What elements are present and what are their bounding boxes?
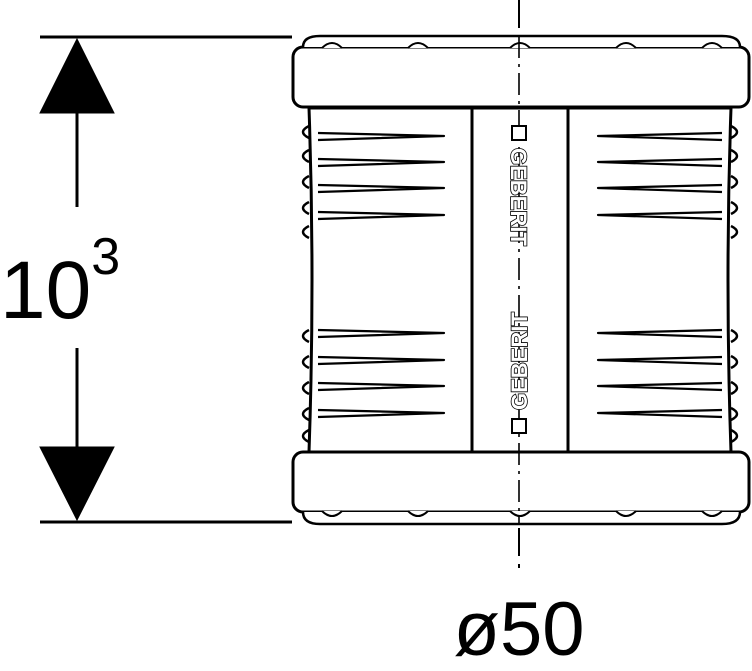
pipe-coupling xyxy=(291,34,751,526)
height-label: 103 xyxy=(0,228,120,336)
grooves-left-bottom xyxy=(317,328,446,419)
bottom-collar xyxy=(291,450,751,514)
arrow-up-icon xyxy=(39,37,115,114)
brand-square-bottom xyxy=(511,418,527,434)
top-collar xyxy=(291,45,751,109)
left-ribs xyxy=(301,124,310,444)
brand-marking-top: GEBERIT xyxy=(505,125,532,247)
arrow-down-icon xyxy=(39,446,115,522)
brand-square-top xyxy=(511,125,527,141)
top-collar-notches xyxy=(321,42,723,49)
grooves-right-bottom xyxy=(596,328,723,419)
right-ribs xyxy=(730,124,739,444)
diameter-label: ø50 xyxy=(454,587,585,671)
brand-marking-bottom: GEBERIT xyxy=(506,311,533,434)
brand-text-top: GEBERIT xyxy=(506,148,531,246)
height-label-superscript: 3 xyxy=(91,228,120,286)
brand-text-bottom: GEBERIT xyxy=(507,312,532,410)
height-label-base: 10 xyxy=(0,245,91,336)
grooves-right-top xyxy=(596,131,723,221)
height-dimension xyxy=(39,35,292,524)
grooves-left-top xyxy=(317,131,446,221)
bottom-collar-notches xyxy=(321,510,723,517)
